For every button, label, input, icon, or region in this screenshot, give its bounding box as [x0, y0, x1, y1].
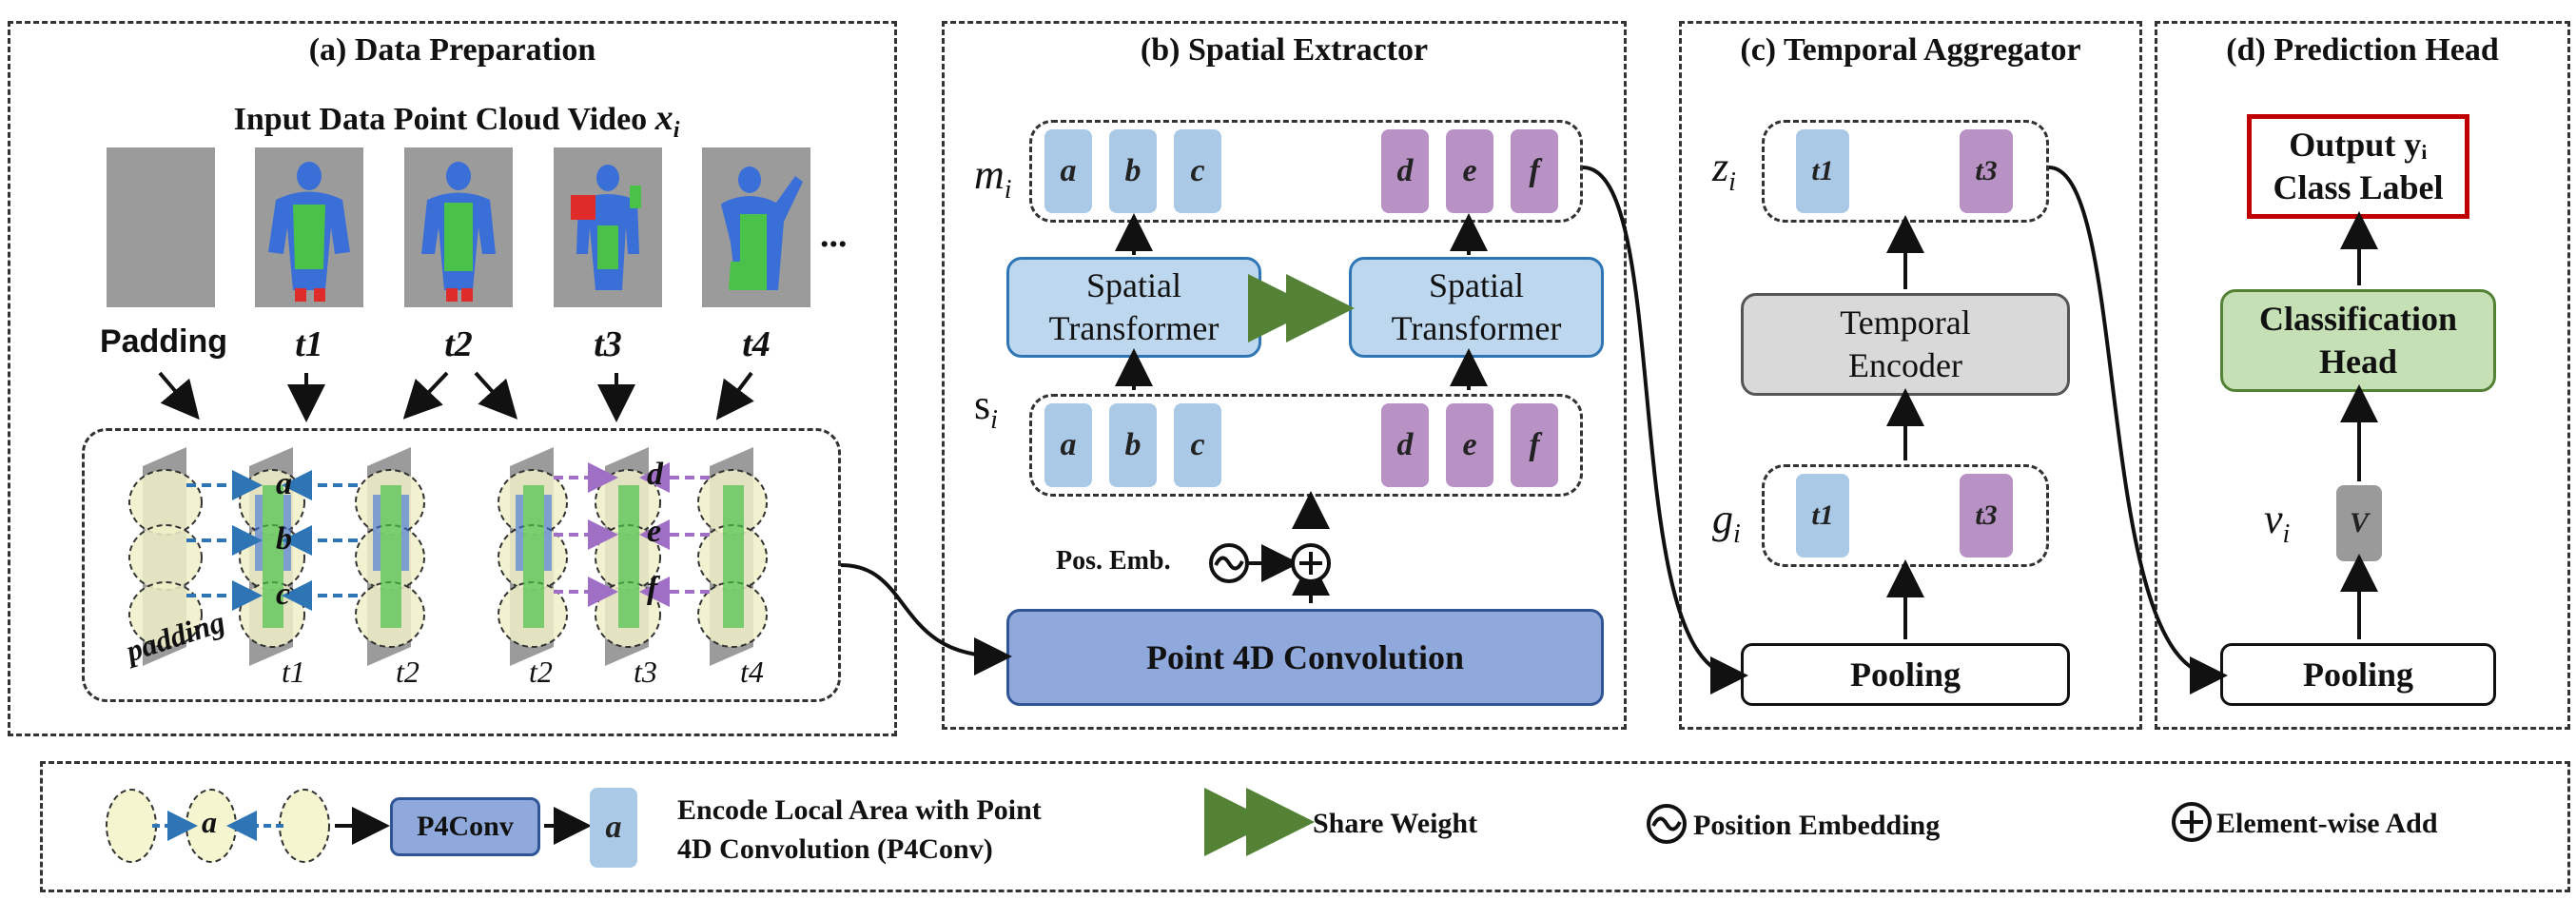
local-token-f: f: [647, 571, 658, 606]
m-token-f: f: [1511, 129, 1558, 213]
v-token: V: [2336, 485, 2382, 561]
human-point-cloud-icon: [268, 162, 350, 302]
position-embedding-icon: [1209, 543, 1249, 583]
local-token-a: a: [276, 466, 292, 501]
z-token-t1: t1: [1796, 129, 1849, 213]
point-cloud-frame-t4: [702, 147, 810, 307]
v-symbol: vi: [2264, 496, 2291, 549]
m-token-a: a: [1044, 129, 1092, 213]
s-token-a: a: [1044, 403, 1092, 487]
local-area-stack: [82, 428, 841, 702]
legend-panel: [40, 761, 2570, 892]
point-4d-convolution-box: Point 4D Convolution: [1006, 609, 1604, 706]
input-video-label: Input Data Point Cloud Video xi: [233, 98, 680, 143]
human-point-cloud-icon: [571, 165, 641, 290]
frame-to-stack-arrows: [158, 371, 754, 422]
legend-element-add: Element-wise Add: [2216, 808, 2438, 839]
local-token-c: c: [276, 577, 291, 612]
g-token-t3: t3: [1960, 474, 2013, 558]
temporal-pooling-box: Pooling: [1741, 643, 2070, 706]
z-symbol: zi: [1712, 144, 1736, 197]
panel-prediction-head: [2155, 21, 2570, 730]
frame-label-t3: t3: [594, 324, 622, 364]
legend-position-embedding: Position Embedding: [1693, 810, 1941, 841]
point-cloud-frame-t1: [255, 147, 363, 307]
legend-element-add-icon: [2172, 802, 2212, 842]
s-token-c: c: [1174, 403, 1221, 487]
panel-title-a: (a) Data Preparation: [308, 32, 596, 68]
panel-title-b: (b) Spatial Extractor: [1140, 32, 1429, 68]
legend-token-a: a: [590, 788, 637, 868]
frame-label-t1: t1: [295, 324, 323, 364]
frame-label-t4: t4: [742, 324, 771, 364]
human-point-cloud-icon: [421, 162, 496, 302]
stack-label-t1: t1: [282, 655, 305, 689]
m-token-e: e: [1446, 129, 1493, 213]
legend-p4conv-box: P4Conv: [390, 797, 540, 856]
panel-temporal-aggregator: [1679, 21, 2142, 730]
frame-label-padding: Padding: [99, 323, 228, 360]
legend-share-weight: Share Weight: [1313, 808, 1478, 839]
spatial-transformer-right: Spatial Transformer: [1349, 257, 1604, 358]
s-token-e: e: [1446, 403, 1493, 487]
stack-label-t4: t4: [740, 655, 764, 689]
stack-label-t3: t3: [634, 655, 657, 689]
panel-title-c: (c) Temporal Aggregator: [1740, 32, 2081, 68]
panel-data-preparation: [8, 21, 897, 736]
local-token-d: d: [647, 457, 663, 492]
point-cloud-frame-t3: [554, 147, 662, 307]
local-area-illustration: [128, 447, 768, 666]
m-token-d: d: [1381, 129, 1429, 213]
spatial-transformer-left: Spatial Transformer: [1006, 257, 1261, 358]
stack-label-t2b: t2: [529, 655, 553, 689]
m-token-b: b: [1109, 129, 1157, 213]
m-token-row: [1029, 120, 1583, 223]
padding-frame: [107, 147, 215, 307]
s-token-f: f: [1511, 403, 1558, 487]
human-point-cloud-icon: [721, 166, 803, 290]
g-token-t1: t1: [1796, 474, 1849, 558]
local-token-e: e: [647, 514, 662, 549]
z-token-t3: t3: [1960, 129, 2013, 213]
local-token-b: b: [276, 521, 292, 557]
legend-graphics: [106, 788, 2212, 863]
frame-label-t2: t2: [444, 324, 473, 364]
ellipsis: ...: [820, 215, 848, 255]
stack-label-t2a: t2: [396, 655, 420, 689]
prediction-pooling-box: Pooling: [2220, 643, 2496, 706]
pos-emb-label: Pos. Emb.: [1056, 546, 1171, 576]
element-wise-add-icon: [1291, 543, 1331, 583]
s-symbol: si: [974, 382, 998, 435]
point-cloud-frame-t2: [404, 147, 513, 307]
pipeline-connectors: [840, 166, 2378, 695]
legend-position-embedding-icon: [1647, 804, 1687, 844]
legend-encode-text: Encode Local Area with Point 4D Convolut…: [677, 794, 1042, 865]
s-token-b: b: [1109, 403, 1157, 487]
output-class-label-box: Output yᵢ Class Label: [2247, 114, 2469, 219]
s-token-d: d: [1381, 403, 1429, 487]
panel-title-d: (d) Prediction Head: [2226, 32, 2499, 68]
g-symbol: gi: [1712, 496, 1741, 549]
temporal-encoder-box: Temporal Encoder: [1741, 293, 2070, 396]
m-token-c: c: [1174, 129, 1221, 213]
m-symbol: mi: [974, 151, 1012, 205]
panel-spatial-extractor: [942, 21, 1627, 730]
spatial-extractor-connectors: [1115, 213, 1488, 603]
legend-token-a-inline: a: [202, 805, 217, 839]
